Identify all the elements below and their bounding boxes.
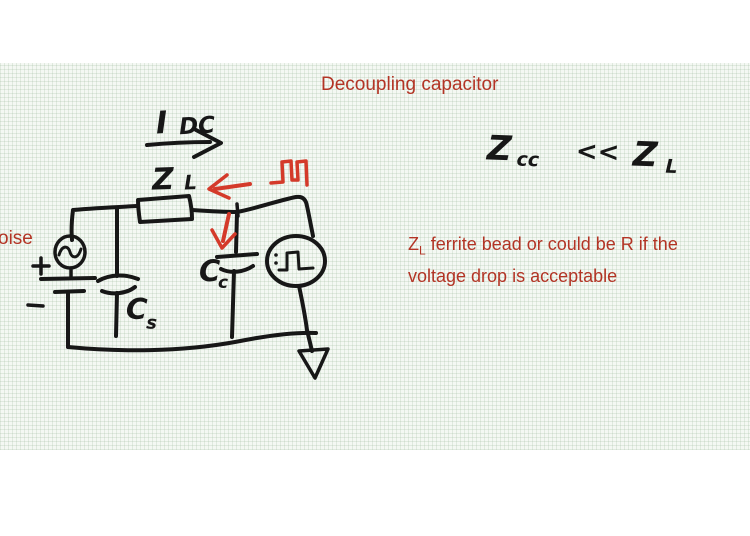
battery-long-plate [39, 276, 97, 281]
zl-label: Z L [150, 162, 198, 198]
noise-shunt-arrow [210, 212, 237, 250]
noise-source-icon [53, 234, 87, 270]
idc-base: I [155, 105, 168, 142]
cs-subscript: s [146, 312, 158, 334]
whiteboard-canvas [0, 63, 750, 450]
cc-stem-top [234, 211, 239, 254]
cc-bottom-plate [219, 264, 255, 274]
inequality-rhs-subscript: L [665, 156, 678, 178]
wire-top-left [69, 204, 139, 242]
red-annotations [207, 159, 309, 250]
bottom-letterbox-band [0, 450, 750, 536]
arrow-shaft [213, 182, 252, 191]
noise-return-arrow [207, 173, 252, 200]
cc-top-plate [215, 252, 259, 259]
wire-top-middle [190, 208, 239, 214]
cc-base: C [199, 254, 220, 288]
cs-base: C [125, 291, 148, 326]
capacitor-cc-icon [215, 211, 259, 339]
pulse-dot-2 [274, 261, 278, 265]
wire-bottom [66, 330, 318, 353]
wire-top-right [235, 194, 315, 238]
battery-short-plate [53, 289, 86, 294]
annotation-note: ZL ferrite bead or could be R if the volt… [408, 232, 750, 289]
cs-top-plate [96, 273, 140, 283]
top-letterbox-band [0, 0, 750, 63]
arrow-head [192, 128, 223, 159]
cs-label: C s [125, 291, 158, 334]
handwritten-labels: I DC Z L C s C c Z cc << Z L [125, 105, 678, 334]
cc-label: C c [199, 254, 228, 293]
noise-source-label: oise [0, 228, 33, 249]
arrow-shaft [221, 212, 231, 243]
note-line2: voltage drop is acceptable [408, 265, 618, 286]
plus-sign [31, 256, 51, 276]
zl-subscript: L [184, 170, 198, 194]
pulse-source-icon [265, 234, 327, 288]
cc-stem-bottom [230, 269, 236, 339]
pulse-dot-1 [274, 253, 278, 257]
circuit-wiring [26, 128, 330, 380]
ground-icon [297, 347, 330, 380]
sine-wave-glyph [57, 245, 83, 259]
wire-pulse-to-ground [297, 284, 314, 353]
inequality-lhs-subscript: cc [516, 148, 540, 171]
arrow-head [207, 173, 231, 200]
ferrite-bead [136, 194, 194, 224]
idc-subscript: DC [178, 112, 215, 140]
page-title: Decoupling capacitor [321, 74, 499, 95]
inequality-rhs-base: Z [631, 134, 659, 175]
square-pulse-glyph [277, 250, 315, 272]
zl-base: Z [150, 162, 175, 198]
capacitor-cs-icon [96, 206, 140, 338]
arrow-head [210, 228, 237, 250]
note-z-subscript: L [419, 243, 426, 258]
arrow-shaft [145, 140, 212, 147]
square-wave-icon [269, 159, 309, 187]
idc-label: I DC [155, 105, 216, 142]
inequality-lhs-base: Z [485, 128, 513, 169]
inequality-operator: << [575, 137, 620, 169]
minus-sign [26, 303, 45, 308]
dc-current-arrow [145, 128, 223, 159]
note-line1: ferrite bead or could be R if the [425, 234, 678, 254]
cc-subscript: c [218, 273, 228, 293]
cs-stem-bottom [114, 291, 119, 338]
note-z-symbol: Z [408, 234, 419, 254]
impedance-inequality: Z cc << Z L [485, 128, 678, 178]
pulse-source-circle [265, 234, 327, 288]
battery-icon [26, 256, 97, 349]
